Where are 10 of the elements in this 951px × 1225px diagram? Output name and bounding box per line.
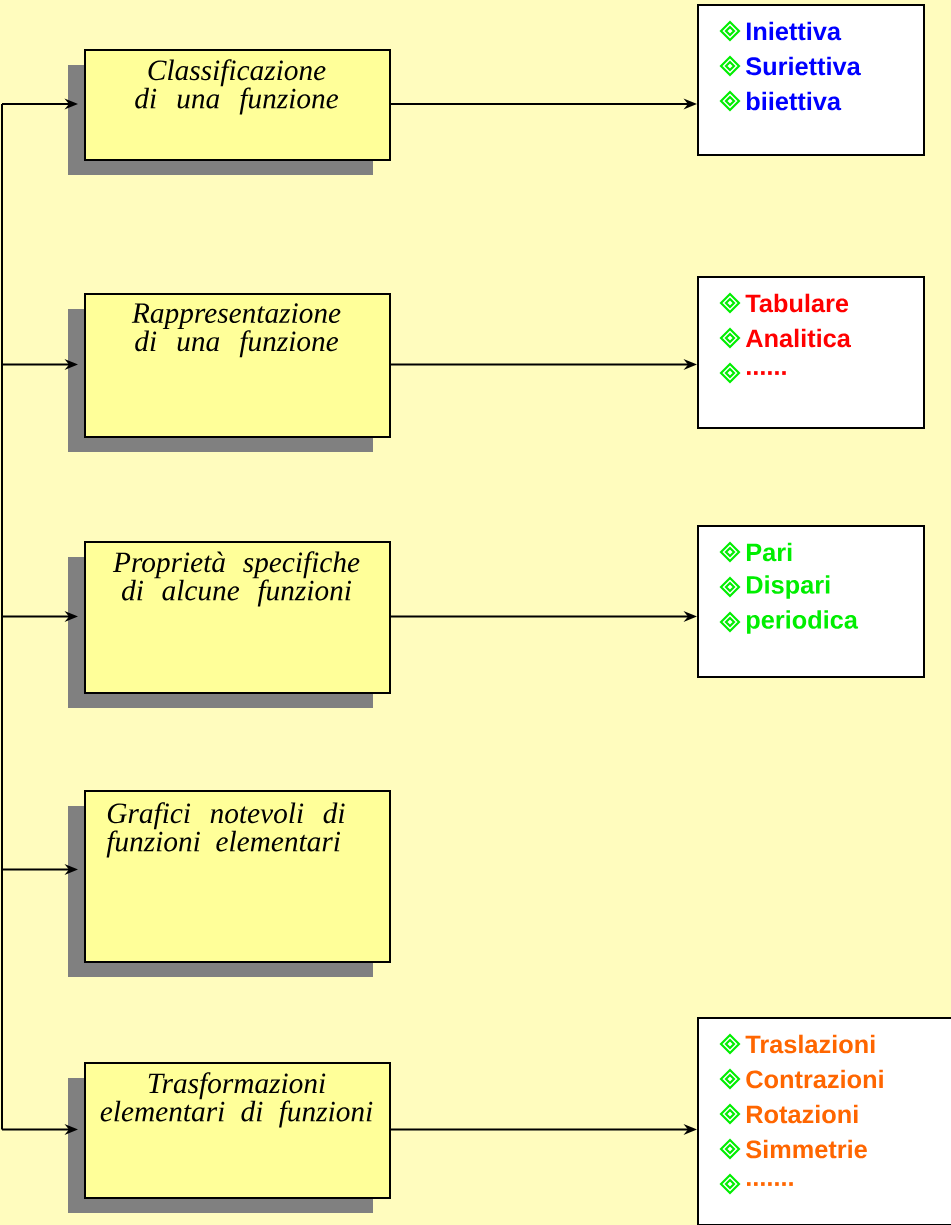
list-box: Tabulare Analitica ...... (697, 276, 925, 429)
list-box: Traslazioni Contrazioni Rotazioni Simmetrie ....... (697, 1017, 951, 1225)
connector-line (1, 103, 3, 1131)
text-box: Rappresentazione di una funzione (68, 293, 391, 452)
text-box: Trasformazioni elementari di funzioni (68, 1062, 391, 1213)
list-box: Pari Dispari periodica (697, 525, 925, 678)
text-box: Grafici notevoli di funzioni elementari (68, 790, 391, 977)
list-box: Iniettiva Suriettiva biiettiva (697, 4, 925, 156)
text-box: Proprietà specifiche di alcune funzioni (68, 541, 391, 708)
text-box: Classificazione di una funzione (68, 49, 391, 175)
